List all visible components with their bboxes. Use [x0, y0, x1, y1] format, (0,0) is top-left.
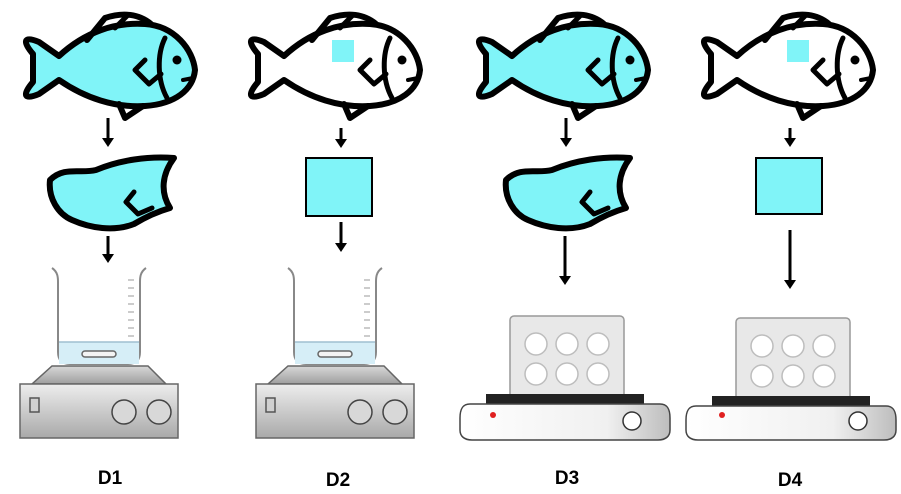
- fish-icon: [479, 15, 648, 118]
- fish-icon: [251, 15, 420, 118]
- fillet-icon: [50, 158, 174, 229]
- fish-icon: [704, 15, 873, 118]
- column-d2: D2: [251, 15, 420, 491]
- down-arrow-icon: [784, 128, 796, 147]
- column-label: D3: [555, 468, 579, 489]
- down-arrow-icon: [102, 236, 114, 263]
- fish-icon: [26, 15, 195, 118]
- stirrer-beaker-device: [19, 267, 179, 439]
- down-arrow-icon: [559, 236, 571, 285]
- down-arrow-icon: [335, 128, 347, 148]
- column-d1: D1: [19, 15, 195, 489]
- column-label: D2: [326, 470, 350, 491]
- down-arrow-icon: [335, 222, 347, 252]
- column-d3: D3: [459, 15, 671, 489]
- fillet-icon: [506, 158, 630, 229]
- down-arrow-icon: [784, 230, 796, 289]
- tissue-cube: [305, 157, 373, 217]
- column-label: D1: [98, 468, 123, 489]
- tissue-cube: [755, 157, 823, 215]
- column-label: D4: [778, 470, 803, 491]
- stirrer-beaker-device: [255, 267, 415, 439]
- down-arrow-icon: [102, 118, 114, 147]
- plate-shaker-device: [685, 317, 897, 441]
- plate-shaker-device: [459, 315, 671, 441]
- column-d4: D4: [685, 15, 897, 491]
- down-arrow-icon: [560, 118, 572, 147]
